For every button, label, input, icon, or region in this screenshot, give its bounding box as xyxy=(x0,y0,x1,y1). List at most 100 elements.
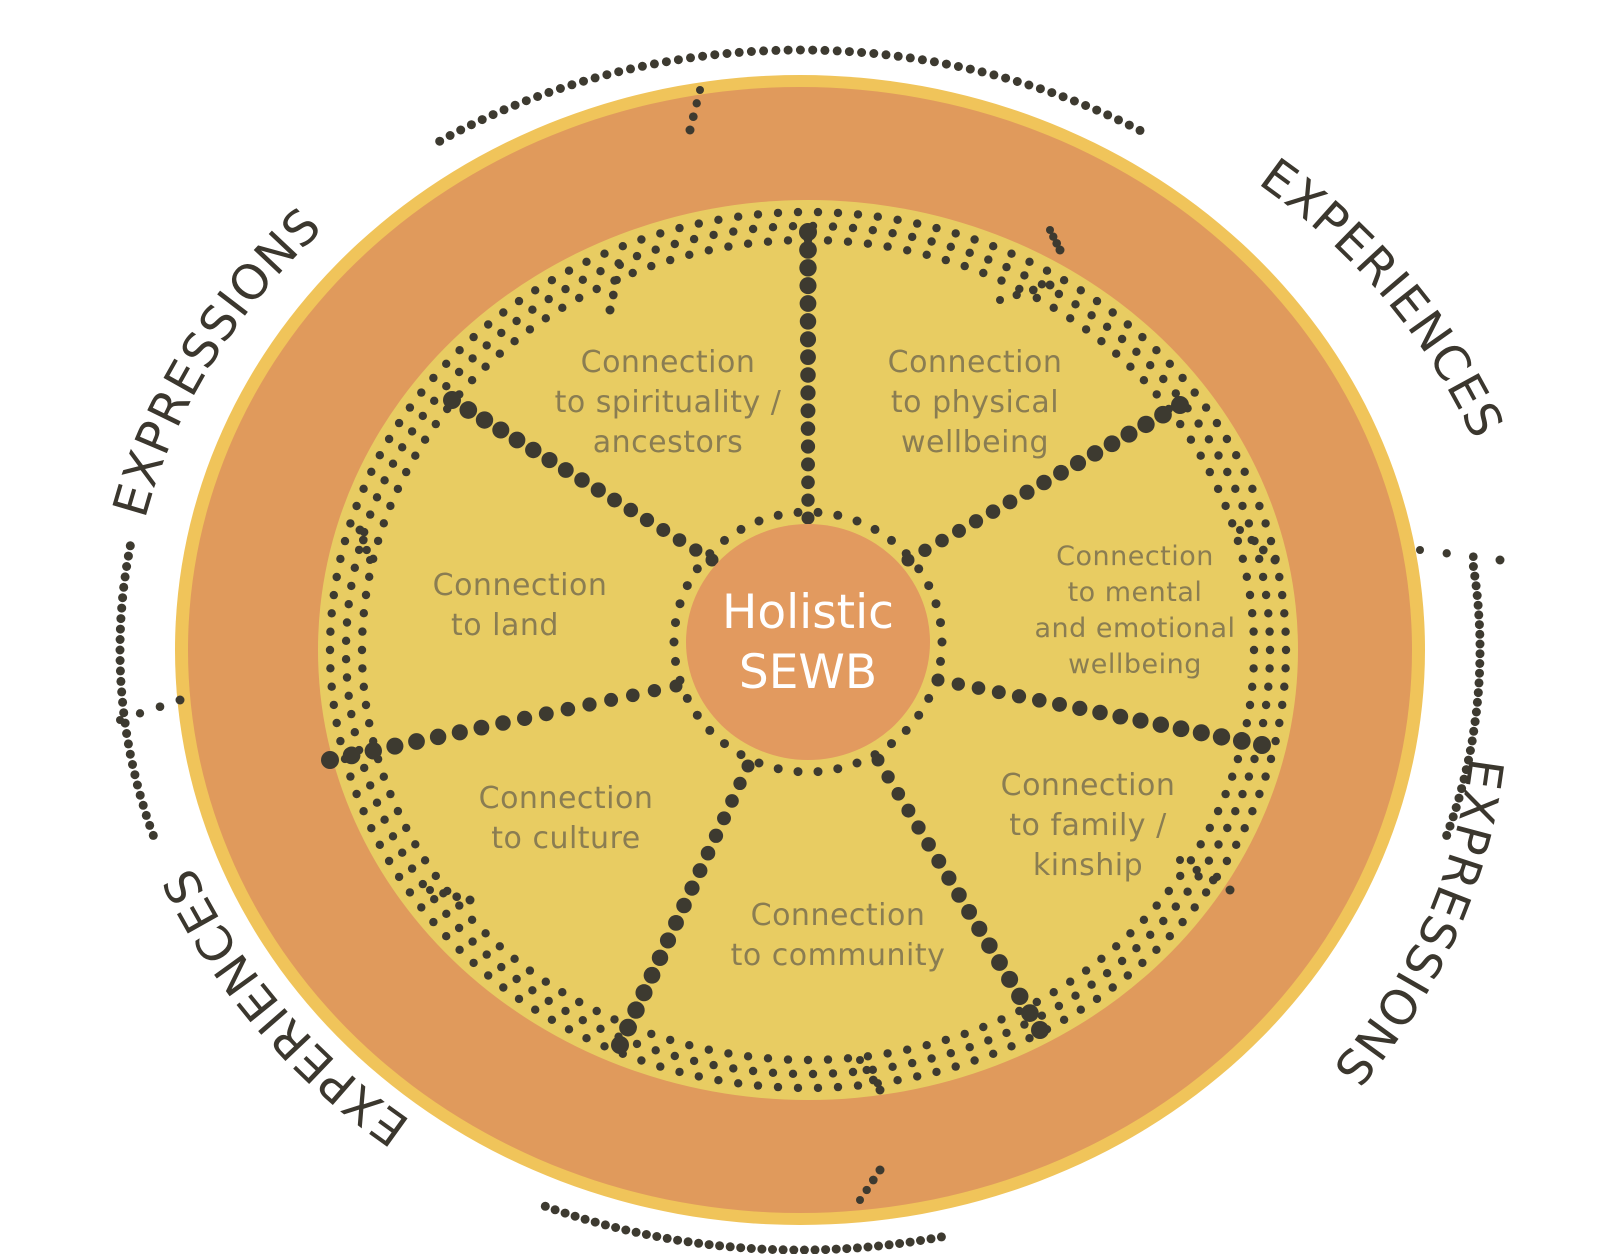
inner-dot-ring xyxy=(1261,519,1270,528)
outer-dot-ring xyxy=(821,1245,831,1255)
inner-dot-ring xyxy=(1221,789,1230,799)
inner-dot-ring xyxy=(748,1066,758,1076)
inner-dot-ring xyxy=(997,276,1006,285)
inner-dot-ring xyxy=(984,255,993,264)
inner-dot-ring xyxy=(1232,451,1241,460)
inner-dot-ring xyxy=(1059,276,1069,285)
inner-dot-ring xyxy=(1194,419,1203,428)
center-dot-ring xyxy=(852,516,862,526)
inner-dot-ring xyxy=(1112,349,1121,358)
dot-spoke xyxy=(692,863,708,879)
inner-dot-ring xyxy=(656,229,665,238)
outer-dot-ring xyxy=(1472,697,1482,707)
dot-spoke xyxy=(717,811,731,826)
inner-dot-ring xyxy=(600,249,609,258)
branch-dots xyxy=(1236,526,1244,534)
outer-dot-ring xyxy=(778,1245,788,1255)
inner-dot-ring xyxy=(651,245,660,254)
outer-dot-ring xyxy=(115,645,125,655)
outer-dot-ring xyxy=(649,59,659,69)
outer-dot-ring xyxy=(869,49,879,58)
inner-dot-ring xyxy=(366,510,375,519)
outer-dot-ring xyxy=(842,1244,852,1254)
inner-dot-ring xyxy=(329,700,338,710)
inner-dot-ring xyxy=(1171,902,1181,911)
segment-culture: Connection to culture xyxy=(479,781,653,856)
inner-dot-ring xyxy=(1152,390,1161,399)
outer-dot-ring xyxy=(652,1232,662,1241)
dot-spoke xyxy=(985,504,1001,519)
inner-dot-ring xyxy=(1266,754,1276,764)
inner-dot-ring xyxy=(813,207,823,217)
dot-spoke xyxy=(1001,970,1019,988)
dot-spoke xyxy=(557,462,574,478)
inner-dot-ring xyxy=(514,994,524,1004)
branch-dots xyxy=(1468,552,1478,562)
inner-dot-ring xyxy=(512,974,521,984)
inner-dot-ring xyxy=(1265,645,1275,655)
inner-dot-ring xyxy=(372,798,382,807)
dot-spoke xyxy=(1103,435,1121,453)
inner-dot-ring xyxy=(1278,700,1287,710)
branch-dots xyxy=(1176,856,1184,864)
center-dot-ring xyxy=(887,535,896,545)
inner-dot-ring xyxy=(1196,451,1205,460)
inner-dot-ring xyxy=(724,242,733,251)
inner-dot-ring xyxy=(808,1069,818,1079)
inner-dot-ring xyxy=(442,932,451,941)
outer-dot-ring xyxy=(115,666,125,676)
inner-dot-ring xyxy=(327,682,336,691)
inner-dot-ring xyxy=(903,246,912,255)
inner-dot-ring xyxy=(763,1054,773,1063)
dot-spoke xyxy=(1212,728,1231,746)
outer-dot-ring xyxy=(1035,84,1045,94)
outer-dot-ring xyxy=(1448,812,1458,822)
outer-dot-ring xyxy=(466,120,476,130)
outer-dot-ring xyxy=(1454,793,1464,803)
inner-dot-ring xyxy=(365,572,374,581)
branch-dots xyxy=(452,892,462,902)
dot-spoke xyxy=(801,511,815,525)
inner-dot-ring xyxy=(497,962,506,972)
outer-dot-ring xyxy=(540,1201,550,1211)
inner-dot-ring xyxy=(873,212,882,221)
dot-spoke xyxy=(1053,464,1069,481)
outer-dot-ring xyxy=(820,45,830,55)
inner-dot-ring xyxy=(922,250,931,259)
inner-dot-ring xyxy=(729,227,738,236)
inner-dot-ring xyxy=(1265,627,1274,636)
dot-spoke xyxy=(951,887,967,903)
outer-dot-ring xyxy=(1024,80,1034,90)
outer-dot-ring xyxy=(715,1241,725,1251)
segment-spirituality-line3: ancestors xyxy=(593,425,744,460)
inner-dot-ring xyxy=(813,1083,823,1093)
inner-dot-ring xyxy=(347,709,356,719)
outer-dot-ring xyxy=(116,676,126,686)
segment-spirituality: Connection to spirituality / ancestors xyxy=(555,345,782,460)
outer-dot-ring xyxy=(145,820,155,830)
outer-dot-ring xyxy=(488,110,498,120)
inner-dot-ring xyxy=(514,296,524,306)
center-dot-ring xyxy=(833,764,843,774)
inner-dot-ring xyxy=(1176,871,1185,881)
inner-dot-ring xyxy=(1214,451,1223,460)
outer-dot-ring xyxy=(746,1244,756,1253)
outer-dot-ring xyxy=(799,1245,809,1255)
outer-dot-ring xyxy=(637,61,647,71)
inner-dot-ring xyxy=(429,917,438,927)
inner-dot-ring xyxy=(481,929,490,938)
inner-dot-ring xyxy=(1255,554,1264,564)
outer-dot-ring xyxy=(567,80,577,90)
inner-dot-ring xyxy=(1037,280,1047,289)
dot-spoke xyxy=(1072,700,1088,716)
inner-dot-ring xyxy=(618,242,627,251)
outer-dot-ring xyxy=(905,53,915,63)
branch-dots xyxy=(1258,545,1268,555)
inner-dot-ring xyxy=(398,443,407,452)
inner-dot-ring xyxy=(454,367,464,377)
outer-dot-ring xyxy=(132,780,142,790)
outer-dot-ring xyxy=(456,125,466,135)
segment-culture-line2: to culture xyxy=(491,821,640,856)
dot-spoke xyxy=(639,512,655,528)
